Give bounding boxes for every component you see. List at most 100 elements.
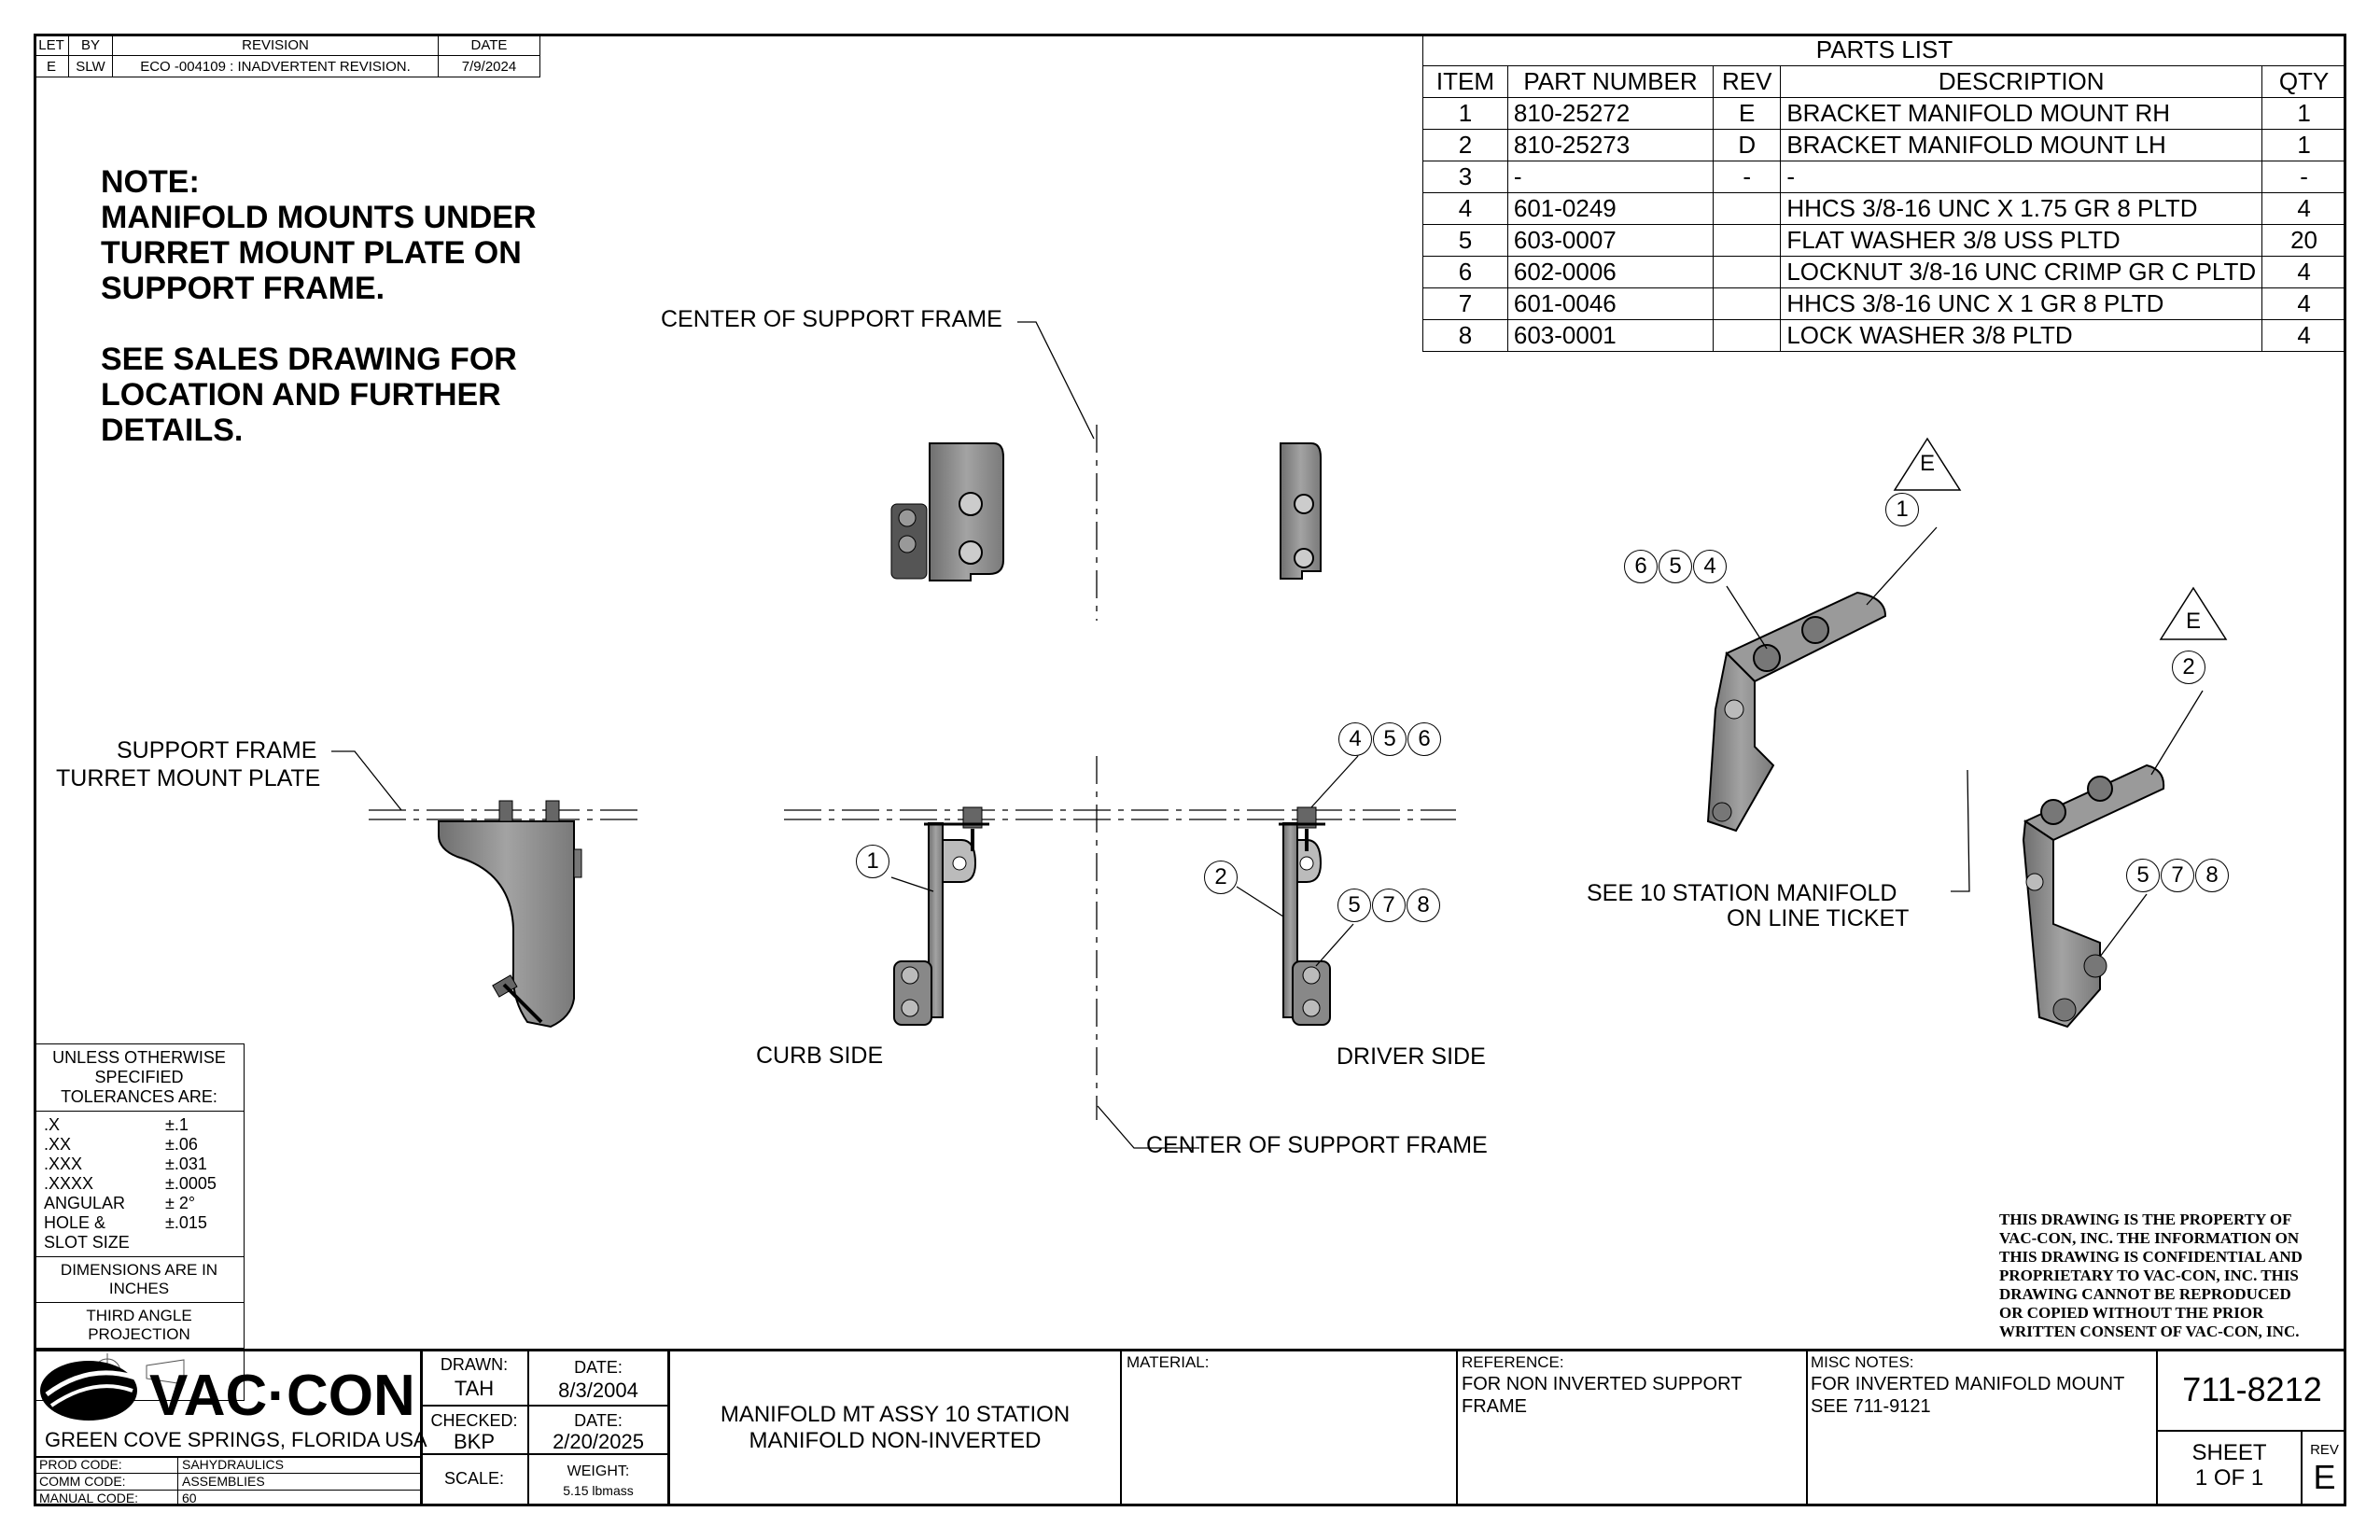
tol-key: .XX [44,1135,72,1154]
tol-row: .XXX±.031 [44,1155,234,1174]
legal-notice: THIS DRAWING IS THE PROPERTY OF VAC-CON,… [1999,1211,2303,1341]
parts-cell: BRACKET MANIFOLD MOUNT LH [1780,129,2263,161]
parts-cell: 5 [1422,224,1508,257]
checked-date-label: DATE: [574,1411,623,1430]
center-label-bottom: CENTER OF SUPPORT FRAME [1146,1132,1488,1158]
rev-cell: 7/9/2024 [438,55,540,77]
misc-notes-label: MISC NOTES: [1811,1353,1914,1371]
parts-row: 3---- [1422,161,2346,193]
parts-cell: - [2261,161,2346,193]
parts-list-title: PARTS LIST [1422,34,2346,66]
note-line: DETAILS. [101,413,244,448]
parts-cell: D [1713,129,1782,161]
parts-header: ITEM [1422,65,1508,98]
legal-line: DRAWING CANNOT BE REPRODUCED [1999,1285,2291,1303]
scale-label: SCALE: [443,1469,505,1488]
tol-header: UNLESS OTHERWISE SPECIFIED [52,1048,226,1086]
item-balloon: 2 [2172,651,2205,684]
item-balloon: 5 [1337,889,1371,922]
parts-cell: 1 [1422,97,1508,130]
note-line: SEE SALES DRAWING FOR [101,342,517,377]
rev-letter: E [2313,1458,2336,1496]
parts-cell: 3 [1422,161,1508,193]
iso-lh-bracket [2022,763,2165,1029]
manual-code-label: MANUAL CODE: [39,1491,139,1505]
parts-cell: HHCS 3/8-16 UNC X 1.75 GR 8 PLTD [1780,192,2263,225]
tol-row: .XX±.06 [44,1135,234,1155]
parts-cell: LOCK WASHER 3/8 PLTD [1780,319,2263,352]
parts-cell: 8 [1422,319,1508,352]
tol-value: ±.1 [165,1115,189,1134]
prod-code: SAHYDRAULICS [182,1457,284,1472]
parts-cell: - [1506,161,1715,193]
misc-note-line: SEE 711-9121 [1811,1396,1931,1417]
rev-triangle-icon [2159,586,2228,640]
tol-key: .XXX [44,1155,83,1173]
tol-key: .X [44,1115,61,1134]
note-title: NOTE: [101,164,200,200]
note-line: MANIFOLD MOUNTS UNDER [101,200,537,235]
reference-line: FRAME [1462,1396,1527,1417]
item-balloon: 1 [1885,493,1919,526]
item-balloon: 8 [1407,889,1440,922]
rev-label: REV [2310,1442,2339,1458]
legal-line: OR COPIED WITHOUT THE PRIOR [1999,1304,2264,1322]
drawn-label: DRAWN: [440,1355,509,1374]
tol-key: .XXXX [44,1174,94,1193]
parts-cell: 4 [1422,192,1508,225]
item-balloon: 6 [1407,722,1441,756]
parts-cell: FLAT WASHER 3/8 USS PLTD [1780,224,2263,257]
tol-row: ANGULAR± 2° [44,1194,234,1213]
driver-side-label: DRIVER SIDE [1337,1043,1486,1070]
vac-con-logo: VAC·CON [40,1361,415,1428]
logo-text: VAC·CON [149,1364,415,1428]
note-line: LOCATION AND FURTHER [101,377,501,413]
tol-key: SLOT SIZE [44,1233,130,1252]
tol-row: SLOT SIZE [44,1233,234,1253]
revision-block: LET BY REVISION DATE E SLW ECO -004109 :… [34,34,540,77]
projection-note: THIRD ANGLE PROJECTION [35,1303,244,1349]
rev-cell: ECO -004109 : INADVERTENT REVISION. [112,55,439,77]
parts-cell: HHCS 3/8-16 UNC X 1 GR 8 PLTD [1780,287,2263,320]
tol-value: ± 2° [165,1194,196,1212]
item-balloon: 1 [856,845,889,878]
parts-cell: 7 [1422,287,1508,320]
turret-plate-label: TURRET MOUNT PLATE [56,765,321,791]
sheet-number: 1 OF 1 [2194,1465,2264,1491]
legal-line: THIS DRAWING IS CONFIDENTIAL AND [1999,1248,2303,1266]
support-frame-label: SUPPORT FRAME [117,737,317,763]
rev-triangle-label: E [1920,451,1936,476]
misc-note-line: FOR INVERTED MANIFOLD MOUNT [1811,1374,2125,1394]
rev-triangle-icon [1893,437,1962,491]
general-note: NOTE: MANIFOLD MOUNTS UNDER TURRET MOUNT… [101,164,537,448]
tol-row: HOLE &±.015 [44,1213,234,1233]
tolerance-block: UNLESS OTHERWISE SPECIFIED TOLERANCES AR… [34,1043,245,1401]
item-balloon: 5 [2126,859,2160,892]
reference-line: FOR NON INVERTED SUPPORT [1462,1374,1743,1394]
curb-side-bracket [893,806,989,1026]
checked-date: 2/20/2025 [553,1430,644,1453]
item-balloon: 5 [1373,722,1407,756]
legal-line: PROPRIETARY TO VAC-CON, INC. THIS [1999,1267,2299,1284]
comm-code-label: COMM CODE: [39,1474,126,1489]
legal-line: THIS DRAWING IS THE PROPERTY OF [1999,1211,2292,1228]
material-label: MATERIAL: [1127,1353,1210,1371]
weight-value: 5.15 lbmass [563,1483,634,1498]
leaders [890,526,2204,967]
parts-cell: - [1780,161,2263,193]
drawn-date-label: DATE: [574,1358,623,1377]
parts-list: PARTS LIST ITEM PART NUMBER REV DESCRIPT… [1422,34,2346,352]
side-view-bracket [438,800,582,1029]
see-manifold-label: SEE 10 STATION MANIFOLD [1587,880,1897,906]
reference-label: REFERENCE: [1462,1353,1564,1371]
parts-cell [1713,319,1782,352]
parts-cell: 4 [2261,192,2346,225]
parts-cell: E [1713,97,1782,130]
